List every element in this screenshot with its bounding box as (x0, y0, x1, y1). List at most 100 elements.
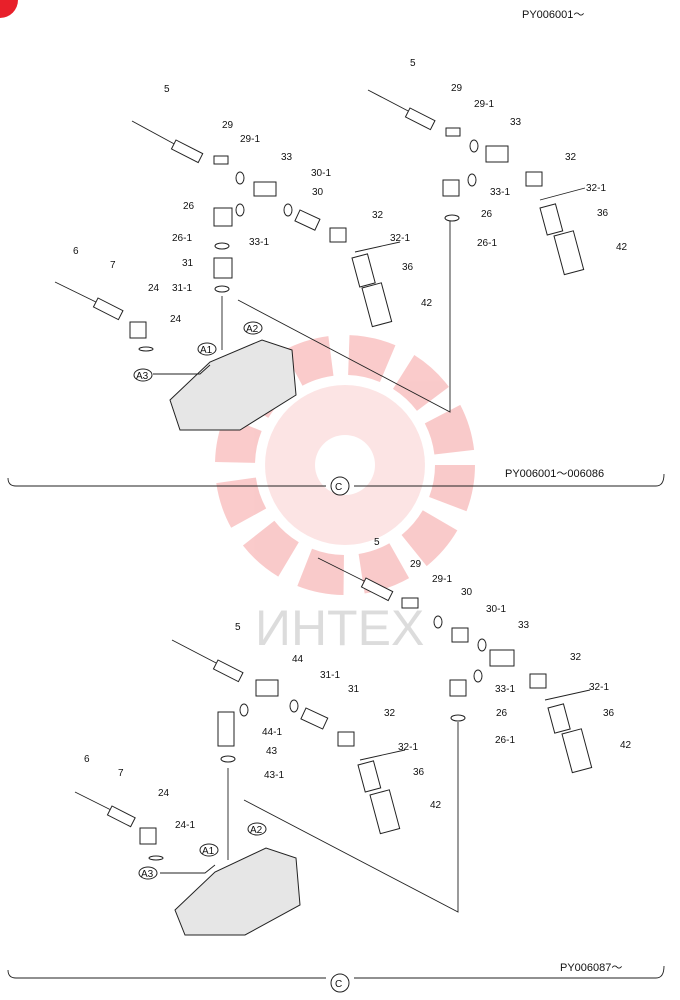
oring-43-1 (220, 755, 236, 763)
section-2-border-left (7, 969, 326, 979)
callout: 26-1 (477, 238, 497, 249)
callout: 43 (266, 746, 278, 757)
callout: 36 (597, 208, 609, 219)
part-29b (445, 127, 461, 137)
ref-a3b: A3 (141, 869, 154, 880)
callout: 30-1 (486, 604, 506, 615)
callout: 26 (496, 708, 508, 719)
top-serial: PY006001～ (522, 9, 584, 21)
part-30c (451, 627, 469, 643)
callout: 33-1 (249, 237, 269, 248)
callout: 26 (183, 201, 195, 212)
callout: 31-1 (172, 283, 192, 294)
callout: 32-1 (589, 682, 609, 693)
part-30 (294, 209, 321, 231)
part-26 (213, 207, 233, 227)
part-33c (489, 649, 515, 667)
part-26b (442, 179, 460, 197)
part-32b (525, 171, 543, 187)
section-2-mark (330, 973, 350, 993)
callout: 24 (170, 314, 182, 325)
callout: 32 (384, 708, 396, 719)
callout: 44-1 (262, 727, 282, 738)
callout: 36 (402, 262, 414, 273)
callout: 26 (481, 209, 493, 220)
pump-body (169, 339, 297, 431)
callout: 26-1 (495, 735, 515, 746)
oring-29-1c (433, 615, 443, 629)
hose-5d (171, 639, 221, 666)
part-32d (337, 731, 355, 747)
callout: 30 (461, 587, 473, 598)
callout: 30-1 (311, 168, 331, 179)
callout: 24-1 (175, 820, 195, 831)
oring-29-1b (469, 139, 479, 153)
pump-body-2 (174, 847, 301, 936)
part-42d (369, 789, 401, 835)
callout: 5 (235, 622, 241, 633)
ref-a2: A2 (246, 324, 259, 335)
ref-a1: A1 (200, 345, 213, 356)
part-36d (357, 760, 382, 793)
fitting-5d (212, 659, 244, 683)
oring-33-1b (467, 173, 477, 187)
part-24 (129, 321, 147, 339)
callout: 7 (118, 768, 124, 779)
part-32c (529, 673, 547, 689)
leader-32-1c (544, 689, 591, 701)
part-29c (401, 597, 419, 609)
part-43 (217, 711, 235, 747)
callout: 24 (158, 788, 170, 799)
callout: 36 (413, 767, 425, 778)
callout: 32 (565, 152, 577, 163)
callout: 43-1 (264, 770, 284, 781)
section-2-mark-text: C (335, 979, 342, 990)
section-1-range: PY006001～006086 (505, 468, 604, 480)
hose-5 (131, 120, 179, 147)
hose-6b (74, 791, 116, 813)
part-42 (361, 282, 393, 328)
part-31 (213, 257, 233, 279)
oring-44-1 (239, 703, 249, 717)
callout: 32 (372, 210, 384, 221)
callout: 5 (164, 84, 170, 95)
callout: 42 (421, 298, 433, 309)
callout: 32-1 (398, 742, 418, 753)
oring-31-1c (289, 699, 299, 713)
callout: 44 (292, 654, 304, 665)
callout: 29 (451, 83, 463, 94)
callout: 31 (348, 684, 360, 695)
hose-6 (54, 281, 101, 305)
callout: 26-1 (172, 233, 192, 244)
fitting-5c (360, 577, 394, 602)
section-1-mark (330, 476, 350, 496)
callout: 6 (73, 246, 79, 257)
ref-a1b: A1 (202, 846, 215, 857)
part-36 (351, 253, 376, 288)
part-29 (213, 155, 229, 165)
callout: 42 (616, 242, 628, 253)
callout: 29-1 (432, 574, 452, 585)
callout: 29-1 (240, 134, 260, 145)
part-32 (329, 227, 347, 243)
callout: 42 (620, 740, 632, 751)
callout: 29 (410, 559, 422, 570)
oring-26-1c (450, 714, 466, 722)
section-2-border-right (354, 965, 665, 979)
callout: 32-1 (390, 233, 410, 244)
callout: 33-1 (490, 187, 510, 198)
line-a2-return-b (243, 722, 459, 913)
part-33 (253, 181, 277, 197)
line-a3 (153, 364, 211, 375)
callout: 24 (148, 283, 160, 294)
part-36b (539, 203, 564, 236)
fitting-7b (106, 805, 136, 828)
hose-5c (317, 557, 369, 584)
oring-33-1 (235, 203, 245, 217)
watermark-gear-icon (215, 335, 475, 595)
callout: 33-1 (495, 684, 515, 695)
section-1: C PY006001～006086 A1 A2 A3 5 29 29-1 33 … (7, 58, 665, 496)
callout: 33 (518, 620, 530, 631)
section-2: C PY006087～ A1 A2 A3 5 29 29-1 30 30-1 3… (7, 537, 665, 993)
fitting-5b (404, 107, 436, 131)
